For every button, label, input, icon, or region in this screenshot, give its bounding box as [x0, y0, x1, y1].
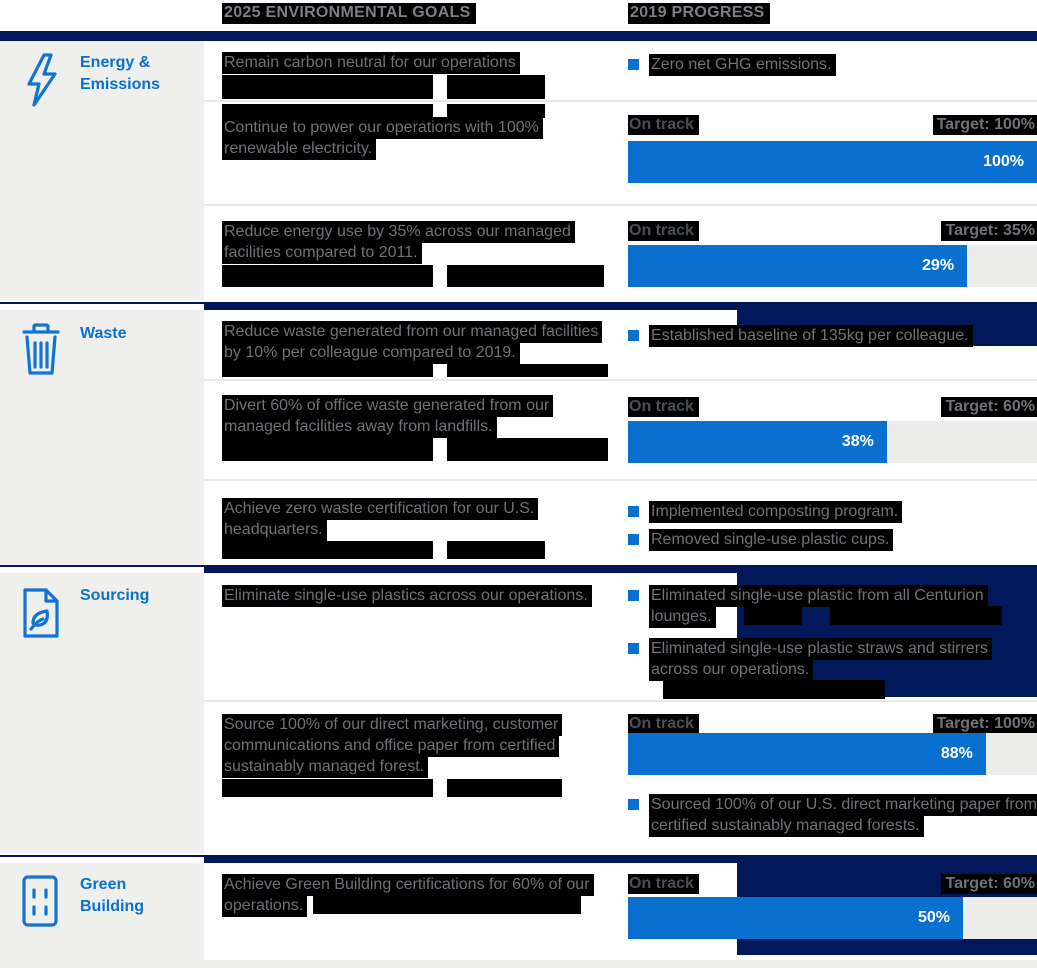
section-label-waste: Waste: [80, 325, 127, 342]
progress-bullet: Sourced 100% of our U.S. direct marketin…: [628, 794, 1037, 837]
progress-value: 38%: [841, 433, 874, 450]
trash-can-icon: [20, 322, 62, 376]
redaction-blocks: [222, 779, 562, 797]
section-divider-band: [204, 855, 1037, 863]
section-label-green-building: Green Building: [80, 876, 144, 915]
progress-bar: 50%: [628, 897, 1037, 939]
progress-value: 29%: [922, 257, 955, 274]
section-divider: [0, 565, 204, 567]
progress-bar-fill: 29%: [628, 245, 968, 287]
status-on-track: On track: [628, 874, 699, 894]
header-divider-band: [0, 31, 1037, 41]
progress-value: 100%: [983, 153, 1024, 170]
target-label: Target: 60%: [628, 397, 1037, 417]
progress-value: 88%: [940, 745, 973, 762]
status-on-track: On track: [628, 397, 699, 417]
progress-bar-fill: 88%: [628, 733, 986, 775]
goal-text: Reduce waste generated from our managed …: [222, 321, 612, 364]
bullet-square-icon: [628, 590, 639, 601]
section-label-sourcing: Sourcing: [80, 587, 150, 604]
progress-bar: 88%: [628, 733, 1037, 775]
redaction-blocks: [222, 364, 608, 377]
redaction-blocks: [222, 75, 545, 99]
goal-text: Divert 60% of office waste generated fro…: [222, 395, 612, 438]
progress-column-header: 2019 PROGRESS: [628, 3, 770, 24]
progress-bar: 100%: [628, 141, 1037, 183]
bullet-square-icon: [628, 59, 639, 70]
bullet-square-icon: [628, 534, 639, 545]
progress-bullet: Removed single-use plastic cups.: [628, 529, 1037, 551]
redaction-blocks: [222, 541, 545, 559]
row-divider: [204, 379, 1037, 381]
redaction-block: [313, 895, 582, 914]
redaction-block: [829, 606, 1002, 625]
row-divider: [204, 100, 1037, 102]
target-label: Target: 100%: [628, 115, 1037, 135]
redaction-block: [663, 680, 885, 699]
goal-text: Achieve Green Building certifications fo…: [222, 874, 612, 917]
bullet-square-icon: [628, 330, 639, 341]
goal-text: Continue to power our operations with 10…: [222, 117, 612, 160]
bullet-square-icon: [628, 506, 639, 517]
row-divider: [204, 204, 1037, 206]
progress-bullet: Eliminated single-use plastic straws and…: [628, 638, 1037, 701]
redaction-block: [743, 606, 802, 625]
row-divider: [204, 479, 1037, 481]
status-on-track: On track: [628, 714, 699, 734]
goals-column-header: 2025 ENVIRONMENTAL GOALS: [222, 3, 476, 24]
progress-bar: 29%: [628, 245, 1037, 287]
bullet-square-icon: [628, 799, 639, 810]
target-label: Target: 35%: [628, 221, 1037, 241]
goal-text: Reduce energy use by 35% across our mana…: [222, 221, 612, 264]
progress-bar-fill: 50%: [628, 897, 963, 939]
bullet-square-icon: [628, 643, 639, 654]
status-on-track: On track: [628, 115, 699, 135]
section-divider-band: [204, 302, 1037, 310]
section-divider: [0, 855, 204, 857]
redaction-blocks: [222, 104, 545, 118]
row-divider: [204, 700, 1037, 702]
building-icon: [20, 874, 60, 928]
goal-text: Eliminate single-use plastics across our…: [222, 585, 612, 607]
progress-bullet: Zero net GHG emissions.: [628, 54, 1037, 76]
lightning-bolt-icon: [20, 52, 64, 108]
progress-bar-fill: 38%: [628, 421, 887, 463]
target-label: Target: 100%: [628, 714, 1037, 734]
redaction-blocks: [222, 438, 608, 461]
progress-bullet: Established baseline of 135kg per collea…: [628, 325, 1037, 347]
status-on-track: On track: [628, 221, 699, 241]
bottom-divider-band: [0, 960, 1037, 968]
section-label-energy: Energy & Emissions: [80, 54, 161, 93]
progress-bar: 38%: [628, 421, 1037, 463]
goal-text: Source 100% of our direct marketing, cus…: [222, 714, 612, 778]
progress-bullet: Implemented composting program.: [628, 501, 1037, 523]
section-divider: [0, 302, 204, 304]
redaction-blocks: [222, 265, 604, 287]
goal-text: Remain carbon neutral for our operations: [222, 52, 612, 74]
goal-text: Achieve zero waste certification for our…: [222, 498, 612, 541]
progress-bar-fill: 100%: [628, 141, 1037, 183]
section-divider-band: [204, 565, 1037, 573]
progress-value: 50%: [917, 909, 950, 926]
progress-bullet: Eliminated single-use plastic from all C…: [628, 585, 1037, 628]
target-label: Target: 60%: [628, 874, 1037, 894]
document-leaf-icon: [20, 585, 62, 641]
